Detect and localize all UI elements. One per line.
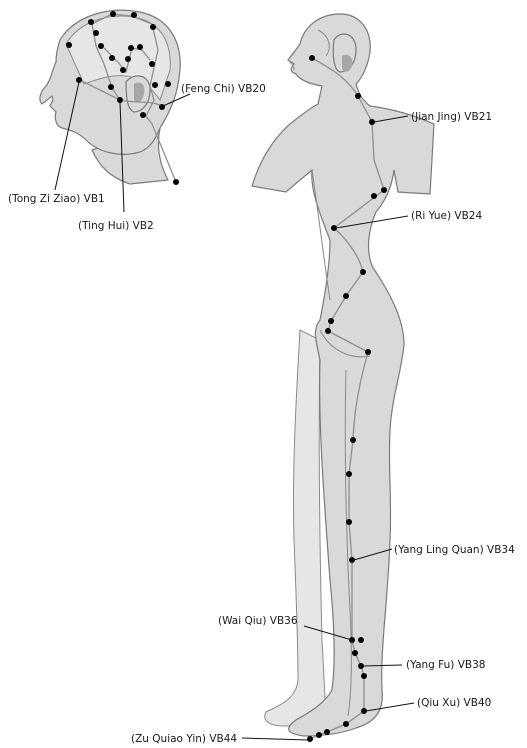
label-vb34: (Yang Ling Quan) VB34 <box>394 544 515 556</box>
body-point <box>343 721 349 727</box>
head-point <box>128 45 134 51</box>
body-point <box>360 269 366 275</box>
label-vb1: (Tong Zi Ziao) VB1 <box>8 193 105 205</box>
head-point <box>110 11 116 17</box>
body-point <box>381 187 387 193</box>
label-vb44: (Zu Quiao Yin) VB44 <box>131 733 237 745</box>
body-point <box>324 729 330 735</box>
head-point <box>66 42 72 48</box>
head-point <box>159 104 165 110</box>
body-leg-back <box>265 330 326 726</box>
label-vb38: (Yang Fu) VB38 <box>406 659 485 671</box>
body-point <box>309 55 315 61</box>
head-point <box>140 112 146 118</box>
body-point <box>346 519 352 525</box>
body-point <box>328 318 334 324</box>
body-main <box>252 14 434 736</box>
label-vb20: (Feng Chi) VB20 <box>181 83 266 95</box>
head-inset <box>40 10 180 184</box>
body-point <box>361 673 367 679</box>
label-vb21: (Jian Jing) VB21 <box>411 111 492 123</box>
body-point <box>365 349 371 355</box>
body-point <box>355 93 361 99</box>
label-vb24: (Ri Yue) VB24 <box>411 210 482 222</box>
body-point <box>352 650 358 656</box>
body-point <box>350 437 356 443</box>
head-point <box>165 81 171 87</box>
head-point <box>109 55 115 61</box>
head-point <box>149 61 155 67</box>
head-point <box>98 43 104 49</box>
label-vb36: (Wai Qiu) VB36 <box>218 615 298 627</box>
full-body-figure <box>252 14 434 739</box>
body-point <box>325 328 331 334</box>
head-point <box>108 84 114 90</box>
body-point <box>316 732 322 738</box>
label-vb40: (Qiu Xu) VB40 <box>417 697 491 709</box>
label-vb2: (Ting Hui) VB2 <box>78 220 154 232</box>
body-point <box>307 736 313 742</box>
leader-vb44 <box>242 738 308 740</box>
head-point <box>88 19 94 25</box>
head-point <box>173 179 179 185</box>
head-point <box>152 82 158 88</box>
body-point <box>371 193 377 199</box>
head-point <box>150 24 156 30</box>
head-point <box>93 30 99 36</box>
head-point <box>125 56 131 62</box>
head-point <box>137 44 143 50</box>
body-point <box>358 637 364 643</box>
body-point <box>346 471 352 477</box>
body-point <box>343 293 349 299</box>
head-point <box>120 67 126 73</box>
head-point <box>131 12 137 18</box>
